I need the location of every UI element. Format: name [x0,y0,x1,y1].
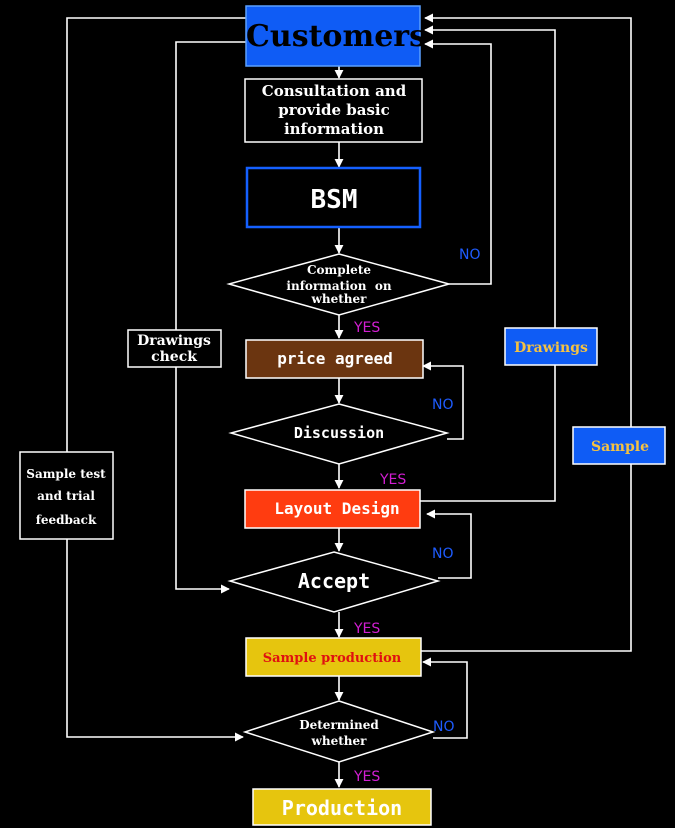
return-sample-customers [419,13,632,652]
sample-production-box [245,637,422,677]
connectors [66,13,632,788]
loop-accept-no [426,509,472,579]
customers-label: Customers [246,19,426,54]
no-label-complete: NO [459,247,481,263]
discussion-label: Discussion [294,424,384,442]
price-agreed-box [245,339,424,379]
determined-diamond [242,700,436,763]
production-box [252,788,432,826]
drawings-label: Drawings [514,340,588,356]
loop-determined-no [422,657,468,739]
sample-test-line-1: Sample test [26,467,106,481]
consultation-line-1: Consultation and [262,82,407,100]
sample-production-label: Sample production [263,651,402,666]
consultation-line-3: information [284,120,384,138]
loop-complete-no [424,39,492,285]
complete-info-line-2: information on [286,279,391,293]
sample-test-line-3: feedback [36,513,97,527]
layout-design-box [244,489,421,529]
yes-label-complete: YES [353,320,380,336]
complete-info-line-3: whether [311,292,368,306]
drawings-box [504,327,598,366]
no-label-determined: NO [433,719,455,735]
complete-info-line-1: Complete [307,263,371,277]
drawings-check-line-2: check [151,349,197,365]
discussion-diamond [228,403,450,465]
sample-test-path [66,17,246,742]
bsm-label: BSM [311,185,358,215]
production-label: Production [282,796,402,820]
return-layout-drawings [420,25,556,502]
sample-box [572,426,666,465]
layout-design-label: Layout Design [274,499,399,518]
consultation-line-2: provide basic [278,101,390,119]
no-label-accept: NO [432,546,454,562]
complete-info-diamond [226,253,452,316]
customers-box [245,5,421,67]
bsm-box [245,166,422,229]
sample-label: Sample [591,439,649,455]
yes-label-determined: YES [353,769,380,785]
drawings-check-path [175,41,246,594]
determined-line-1: Determined [299,718,379,732]
no-label-discussion: NO [432,397,454,413]
sample-test-line-2: and trial [37,489,95,503]
price-agreed-label: price agreed [277,349,393,368]
determined-line-2: whether [311,734,368,748]
sample-test-box [19,451,114,540]
loop-discussion-no [422,361,464,440]
consultation-box [244,78,423,143]
yes-label-discussion: YES [379,472,406,488]
yes-label-accept: YES [353,621,380,637]
drawings-check-box [127,329,222,368]
accept-label: Accept [298,569,370,593]
drawings-check-line-1: Drawings [137,333,211,349]
accept-diamond [227,551,441,613]
